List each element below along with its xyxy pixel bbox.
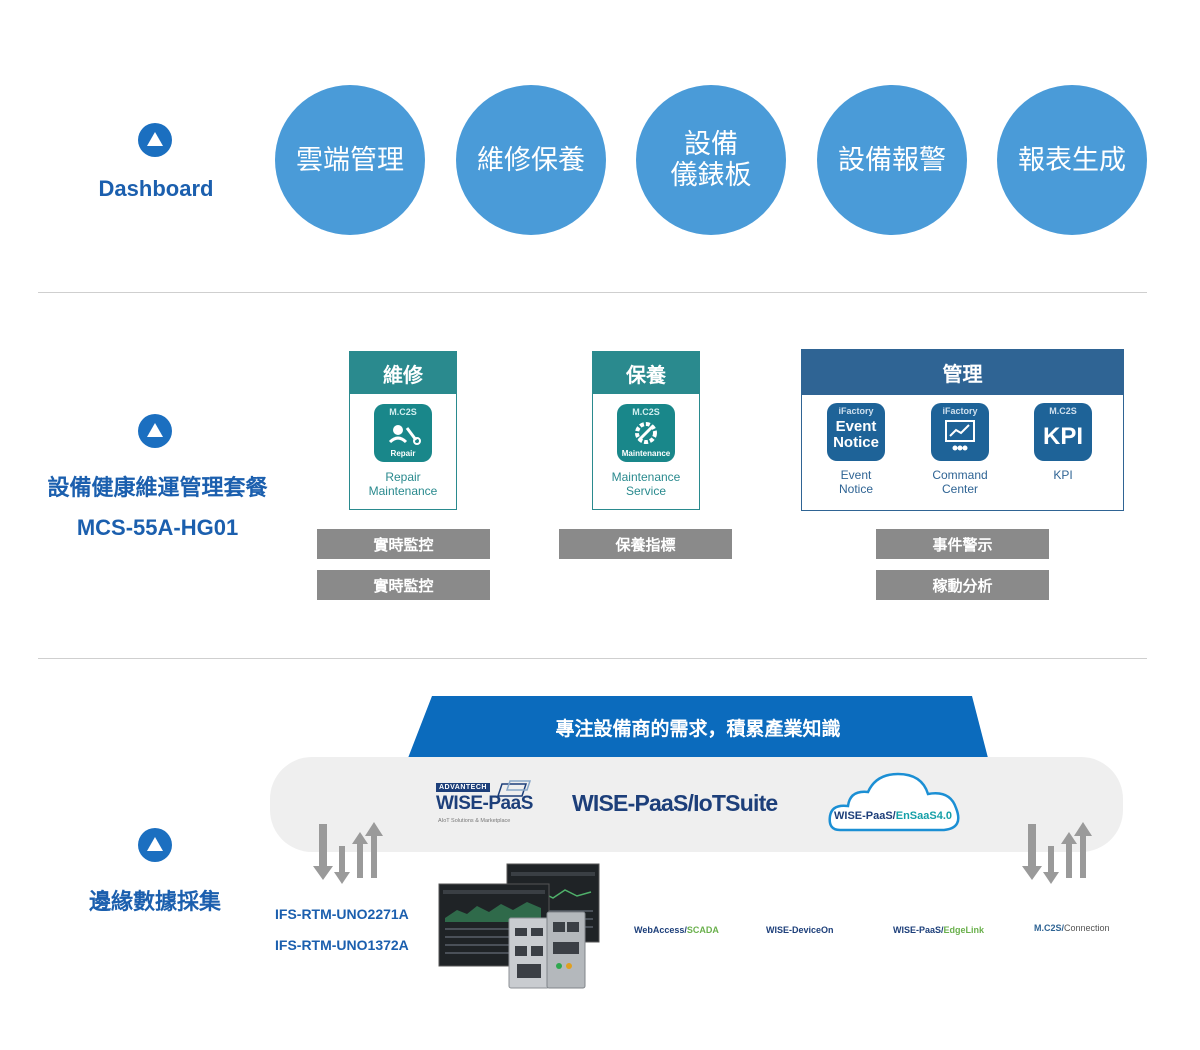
brand-mc2s-connection: M.C2S/Connection bbox=[1034, 923, 1110, 933]
section-dashboard-icon bbox=[138, 123, 172, 157]
management-card-header: 管理 bbox=[802, 350, 1123, 395]
brand-wise-deviceon: WISE-DeviceOn bbox=[766, 925, 834, 935]
divider-bottom bbox=[38, 658, 1147, 659]
kpi-icon: M.C2S KPI bbox=[1034, 403, 1092, 461]
banner-trapezoid bbox=[408, 696, 988, 758]
command-center-icon: iFactory bbox=[931, 403, 989, 461]
model-uno1372a: IFS-RTM-UNO1372A bbox=[275, 937, 409, 953]
repair-app-icon: M.C2S Repair bbox=[374, 404, 432, 462]
ensaas-cloud-icon bbox=[828, 772, 960, 832]
bar-realtime-monitor-1[interactable]: 實時監控 bbox=[317, 529, 490, 559]
data-flow-arrows-right bbox=[1022, 822, 1092, 884]
dashboard-label: Dashboard bbox=[98, 176, 214, 201]
wise-paas-logo: ADVANTECH WISE-PaaS AIoT Solutions & Mar… bbox=[432, 780, 537, 830]
data-flow-arrows-left bbox=[313, 822, 383, 884]
model-uno2271a: IFS-RTM-UNO2271A bbox=[275, 906, 409, 922]
maintenance-app-icon: M.C2S Maintenance bbox=[617, 404, 675, 462]
bar-maintenance-indicator[interactable]: 保養指標 bbox=[559, 529, 732, 559]
platform-pill bbox=[270, 757, 1123, 852]
banner-text: 專注設備商的需求，積累產業知識 bbox=[555, 719, 841, 740]
circle-cloud-management[interactable]: 雲端管理 bbox=[275, 85, 425, 235]
circle-report-generation[interactable]: 報表生成 bbox=[997, 85, 1147, 235]
hardware-product-image bbox=[438, 863, 600, 989]
package-model: MCS-55A-HG01 bbox=[76, 515, 239, 540]
section-edge-icon bbox=[138, 828, 172, 862]
package-title: 設備健康維運管理套餐 bbox=[47, 475, 268, 500]
ensaas-label: WISE-PaaS/EnSaaS4.0 bbox=[834, 810, 953, 822]
circle-equipment-dashboard[interactable]: 設備儀錶板 bbox=[636, 85, 786, 235]
section-package-icon bbox=[138, 414, 172, 448]
bar-realtime-monitor-2[interactable]: 實時監控 bbox=[317, 570, 490, 600]
circle-repair-maintenance[interactable]: 維修保養 bbox=[456, 85, 606, 235]
brand-webaccess-scada: WebAccess/SCADA bbox=[634, 925, 719, 935]
iotsuite-logo: WISE-PaaS/IoTSuite bbox=[572, 790, 778, 816]
kpi-caption: KPI bbox=[1053, 468, 1073, 482]
circle-equipment-alarm[interactable]: 設備報警 bbox=[817, 85, 967, 235]
maintenance-card-header: 保養 bbox=[593, 352, 699, 394]
divider-top bbox=[38, 292, 1147, 293]
bar-utilization-analysis[interactable]: 稼動分析 bbox=[876, 570, 1049, 600]
brand-wise-paas-edgelink: WISE-PaaS/EdgeLink bbox=[893, 925, 985, 935]
bar-event-alert[interactable]: 事件警示 bbox=[876, 529, 1049, 559]
repair-card-header: 維修 bbox=[350, 352, 456, 394]
edge-title: 邊緣數據採集 bbox=[88, 889, 221, 914]
